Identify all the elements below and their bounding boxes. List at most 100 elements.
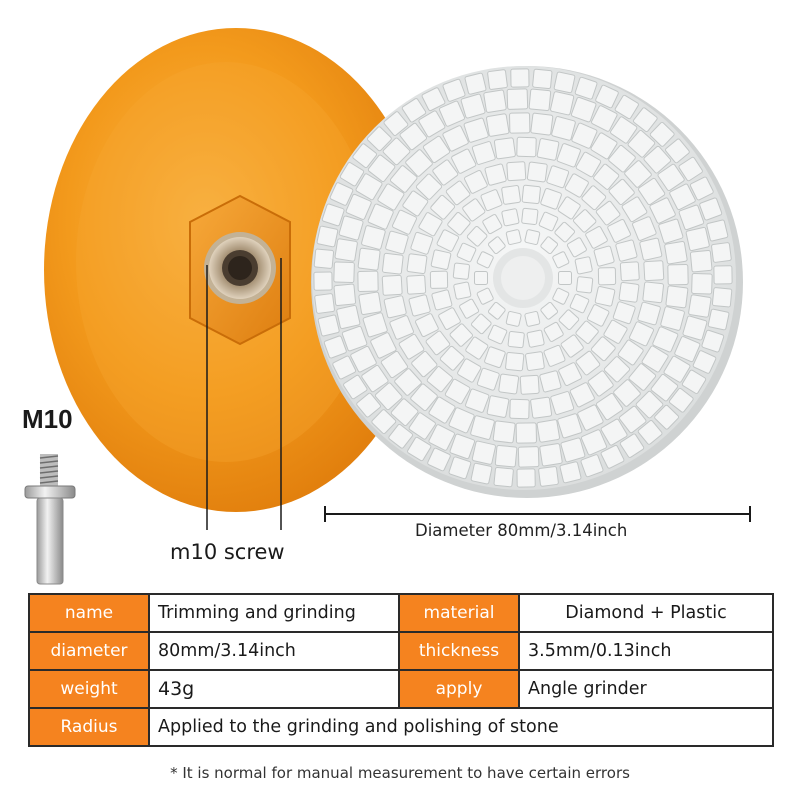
diamond-tile	[558, 271, 572, 285]
diamond-tile	[421, 87, 446, 112]
diamond-tile	[474, 271, 488, 285]
diamond-tile	[464, 170, 488, 194]
diamond-tile	[329, 182, 354, 206]
diamond-tile	[628, 363, 657, 391]
diamond-tile	[573, 209, 597, 233]
diamond-tile	[526, 329, 545, 348]
diamond-tile	[465, 388, 490, 413]
diamond-tile	[558, 362, 582, 386]
diamond-tile	[438, 307, 461, 330]
diamond-tile	[509, 112, 531, 134]
diamond-tile	[410, 231, 434, 255]
diamond-tile	[415, 173, 443, 200]
diamond-tile	[338, 215, 364, 241]
diamond-tile	[650, 373, 679, 402]
diamond-tile	[526, 161, 548, 183]
spec-value: Angle grinder	[518, 669, 774, 709]
diamond-tile	[711, 287, 733, 308]
diamond-tile	[487, 324, 508, 345]
diamond-tile	[476, 251, 494, 269]
diamond-tile	[501, 208, 520, 227]
diamond-tile	[357, 270, 379, 292]
diamond-tile	[506, 88, 529, 110]
diamond-tile	[464, 72, 487, 95]
spec-key: diameter	[28, 631, 150, 671]
diamond-tile	[595, 84, 619, 109]
diameter-label: Diameter 80mm/3.14inch	[415, 521, 628, 540]
diamond-tile	[482, 214, 503, 235]
diamond-tile	[525, 351, 545, 371]
diamond-tile	[674, 336, 701, 363]
diamond-tile	[594, 286, 616, 307]
diamond-tile	[517, 446, 540, 468]
diamond-tile	[530, 396, 553, 419]
diamond-tile	[519, 374, 540, 395]
diamond-tile	[418, 212, 443, 237]
diamond-tile	[585, 226, 608, 249]
diamond-tile	[449, 323, 473, 347]
diamond-tile	[390, 398, 419, 426]
diamond-tile	[509, 398, 530, 420]
diamond-tile	[382, 137, 411, 166]
diamond-tile	[550, 391, 575, 415]
diamond-tile	[558, 309, 580, 330]
diamond-tile	[685, 226, 710, 252]
diamond-tile	[552, 251, 570, 269]
diamond-tile	[385, 230, 409, 255]
diamond-tile	[682, 315, 708, 341]
diamond-tile	[521, 184, 541, 205]
diamond-tile	[642, 281, 664, 304]
diamond-tile	[430, 194, 456, 220]
diamond-tile	[663, 355, 691, 383]
diamond-tile	[516, 136, 537, 158]
diamond-tile	[332, 355, 357, 380]
diamond-tile	[425, 330, 451, 356]
diamond-tile	[361, 225, 386, 250]
diamond-tile	[608, 144, 636, 173]
diamond-tile	[460, 93, 486, 119]
diamond-tile	[536, 138, 560, 161]
diamond-tile	[678, 156, 703, 182]
diamond-tile	[539, 443, 563, 467]
diamond-tile	[649, 122, 675, 147]
diamond-tile	[681, 369, 707, 394]
diamond-tile	[449, 433, 476, 460]
diamond-tile	[559, 461, 582, 484]
diamond-tile	[487, 301, 506, 320]
diamond-tile	[316, 225, 339, 248]
diamond-tile	[355, 173, 383, 201]
diamond-tile	[422, 135, 451, 164]
diamond-tile	[621, 196, 648, 223]
diamond-tile	[641, 345, 669, 373]
diamond-tile	[492, 420, 516, 444]
spec-key: Radius	[28, 707, 150, 747]
diamond-tile	[426, 366, 453, 393]
diamond-tile	[575, 350, 601, 376]
spec-value: Applied to the grinding and polishing of…	[148, 707, 774, 747]
diamond-tile	[524, 311, 541, 327]
diamond-tile	[484, 163, 507, 186]
diamond-tile	[352, 143, 378, 169]
diamond-tile	[341, 325, 368, 352]
diamond-tile	[313, 248, 335, 269]
diamond-tile	[540, 301, 559, 320]
diamond-tile	[556, 143, 581, 168]
diamond-tile	[367, 203, 394, 230]
diamond-tile	[576, 276, 594, 294]
diamond-tile	[350, 345, 377, 373]
spec-row: name Trimming and grinding material Diam…	[28, 593, 774, 633]
diamond-tile	[339, 162, 365, 187]
diamond-tile	[546, 165, 570, 189]
diamond-tile	[343, 374, 368, 400]
diamond-tile	[540, 236, 559, 255]
diamond-tile	[590, 336, 616, 362]
diamond-tile	[701, 329, 725, 353]
diamond-tile	[560, 437, 586, 463]
diamond-tile	[377, 183, 405, 211]
diamond-tile	[574, 76, 598, 100]
diamond-tile	[657, 163, 685, 192]
diamond-tile	[624, 160, 652, 188]
diamond-tile	[532, 68, 553, 90]
diamond-tile	[552, 287, 570, 305]
diamond-tile	[521, 207, 539, 225]
